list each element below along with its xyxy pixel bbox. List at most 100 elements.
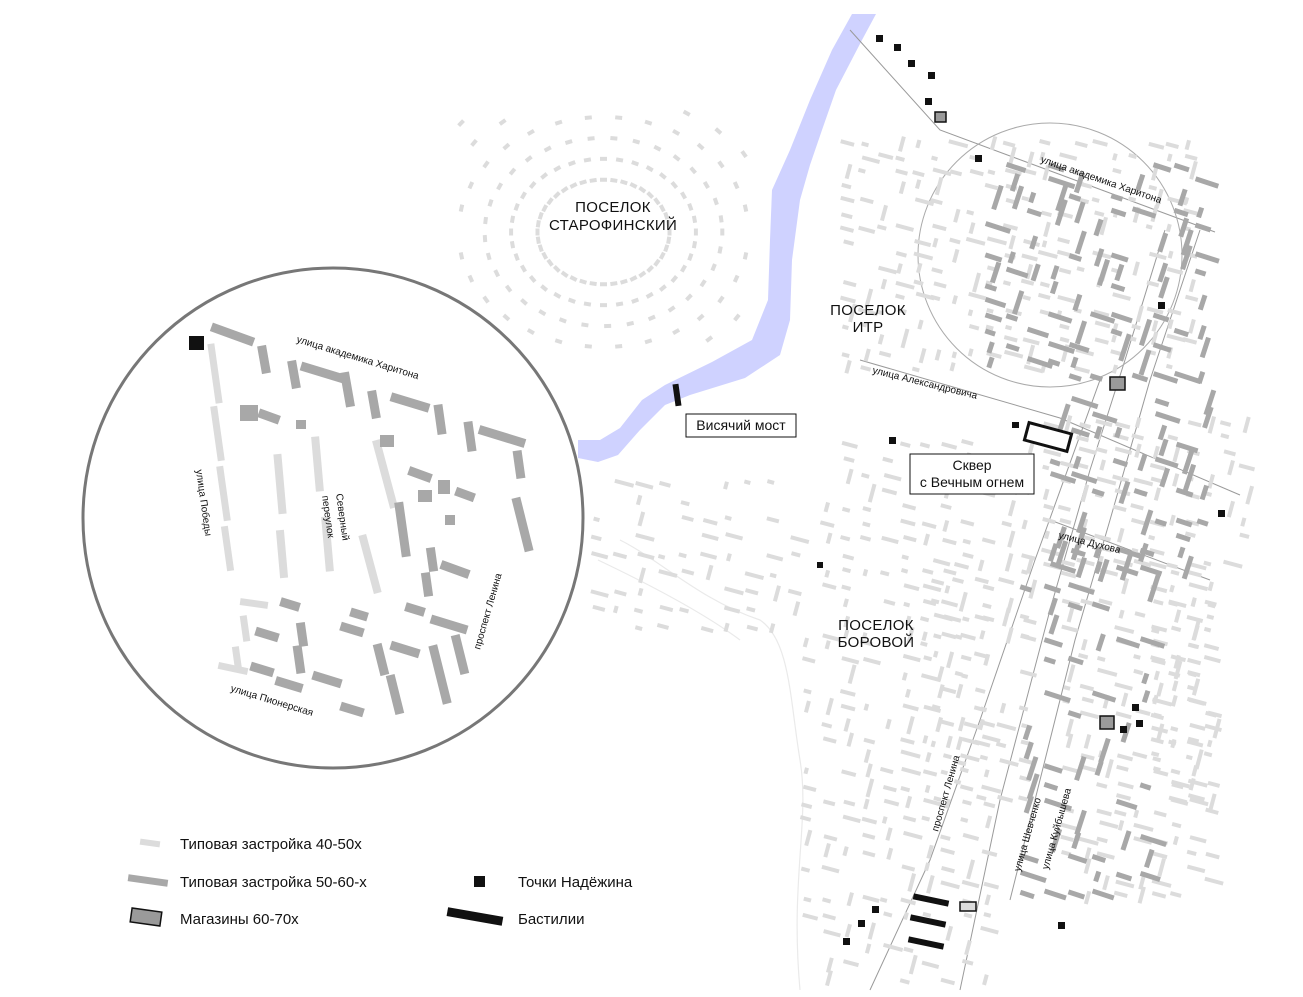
house: [1149, 547, 1165, 556]
square-callout[interactable]: Сквер с Вечным огнем: [909, 453, 1035, 495]
building: [1120, 830, 1132, 851]
house: [635, 481, 654, 490]
building: [1152, 312, 1170, 323]
house: [509, 228, 514, 236]
house: [900, 518, 916, 527]
building: [1047, 311, 1073, 324]
building: [1175, 487, 1194, 498]
house: [1165, 223, 1172, 233]
house: [841, 440, 858, 449]
building: [1068, 341, 1090, 354]
house: [931, 578, 945, 586]
house: [1172, 835, 1179, 846]
house: [824, 640, 831, 650]
square-eternal-flame[interactable]: [1022, 420, 1074, 454]
house: [973, 705, 987, 713]
house: [1022, 337, 1040, 346]
house: [614, 115, 623, 121]
house: [742, 252, 749, 260]
building: [1089, 311, 1116, 324]
house: [1114, 446, 1133, 455]
house: [842, 280, 857, 288]
inset-house: [321, 516, 334, 572]
house: [1135, 708, 1151, 717]
house: [962, 799, 972, 806]
building: [984, 252, 1003, 263]
nadezhin-point: [872, 906, 879, 913]
house: [613, 589, 627, 597]
building: [1067, 853, 1088, 864]
house: [1207, 474, 1215, 489]
house: [898, 136, 906, 152]
house: [1004, 552, 1014, 572]
house: [843, 615, 851, 628]
house: [978, 718, 985, 731]
square-callout-line2: с Вечным огнем: [920, 474, 1024, 490]
house: [933, 796, 942, 802]
hanging-bridge[interactable]: [672, 383, 682, 407]
house: [962, 832, 980, 841]
building: [1091, 488, 1105, 497]
house: [705, 564, 714, 581]
house: [800, 802, 813, 809]
house: [862, 568, 869, 577]
house: [821, 722, 833, 729]
house: [1167, 319, 1174, 330]
house: [968, 324, 980, 331]
building: [1175, 532, 1191, 543]
house: [712, 197, 719, 206]
house: [883, 473, 902, 482]
building: [1139, 782, 1152, 791]
house: [895, 280, 915, 290]
house: [920, 673, 942, 683]
house: [644, 338, 653, 345]
house: [700, 626, 714, 634]
house: [1110, 267, 1119, 274]
building: [1115, 546, 1142, 559]
house: [546, 258, 554, 267]
house: [1044, 530, 1050, 540]
house: [824, 569, 831, 578]
inset-building: [404, 602, 426, 617]
nadezhin-point: [1136, 720, 1143, 727]
house: [920, 641, 928, 647]
house: [1063, 415, 1073, 433]
house: [882, 784, 897, 793]
inset-zoom[interactable]: улица академика Харитона улица Победы Се…: [81, 266, 585, 770]
house: [1207, 581, 1214, 592]
house: [504, 284, 513, 293]
place-itr-line2: ИТР: [853, 319, 884, 336]
house: [1152, 756, 1162, 763]
house: [1183, 196, 1190, 205]
building: [1093, 248, 1105, 267]
house: [1166, 562, 1178, 570]
house: [1002, 280, 1012, 287]
house: [885, 718, 892, 730]
house: [502, 313, 511, 322]
house: [1168, 739, 1177, 746]
house: [581, 322, 589, 328]
house: [553, 291, 562, 299]
house: [1076, 266, 1085, 272]
inset-building: [512, 450, 526, 479]
house: [1091, 197, 1100, 203]
house: [1208, 793, 1217, 810]
house: [1206, 614, 1215, 620]
inset-building: [389, 392, 431, 413]
house: [1074, 140, 1088, 148]
house: [1165, 141, 1179, 149]
house: [1094, 320, 1111, 329]
bridge-callout[interactable]: Висячий мост: [685, 413, 797, 438]
building: [1074, 756, 1087, 781]
building: [1075, 556, 1087, 579]
inset-building: [407, 466, 433, 483]
house: [569, 182, 578, 189]
house: [863, 798, 870, 810]
building: [1110, 311, 1133, 324]
house: [1113, 890, 1128, 898]
building: [1110, 282, 1126, 293]
house: [1145, 224, 1153, 230]
building: [1070, 471, 1098, 484]
inset-buildings-typical-40-50: [207, 343, 398, 676]
